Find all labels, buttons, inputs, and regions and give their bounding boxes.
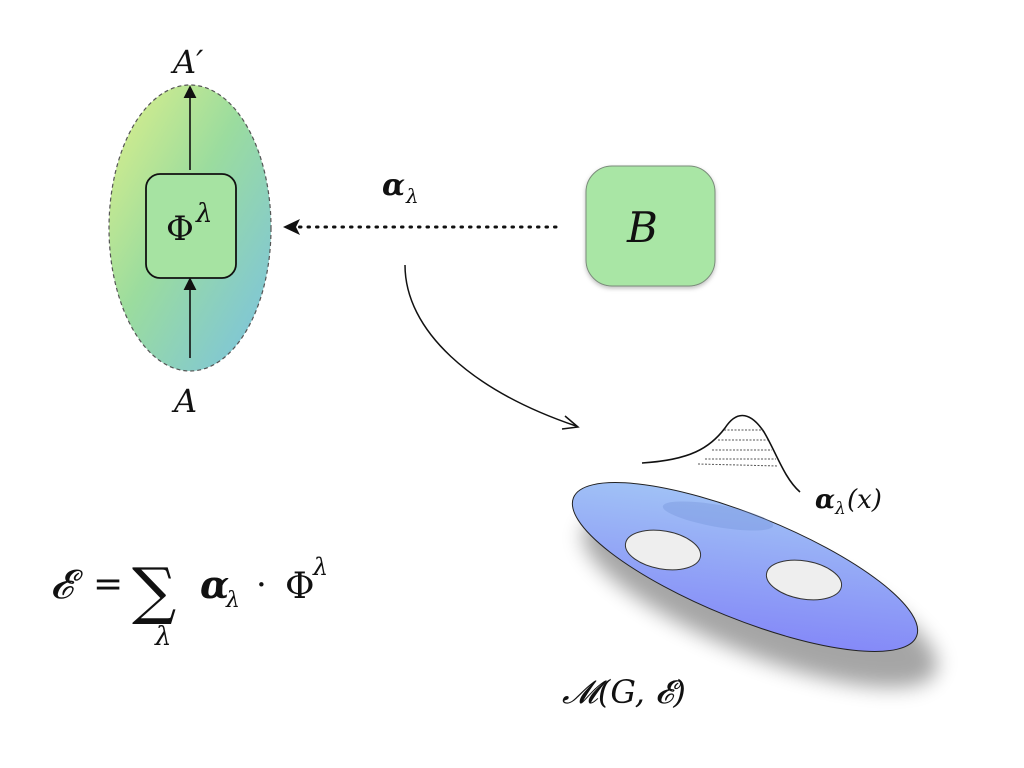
channel-box: [145, 173, 237, 279]
equation-alpha-subscript: λ: [225, 588, 240, 613]
alpha-subscript: λ: [405, 184, 419, 208]
equation-phi: Φ: [285, 566, 315, 607]
manifold-group: 𝓜(G, 𝓔): [562, 482, 938, 711]
equation-sum-index: λ: [154, 622, 171, 652]
hatch-5: [697, 463, 779, 467]
equation-group: 𝓔 = ∑ λ α λ · Φ λ: [50, 553, 328, 652]
channel-group: Φ λ A′ A: [108, 43, 272, 420]
alpha-x-subscript: λ: [834, 499, 846, 519]
alpha-arrow-group: α λ: [283, 168, 558, 235]
equation-lhs: 𝓔: [50, 562, 84, 608]
distribution-group: α λ (x): [641, 414, 882, 519]
equation-phi-superscript: λ: [312, 553, 328, 581]
output-label: A′: [170, 43, 204, 81]
distribution-curve: [641, 414, 801, 493]
equation-equals: =: [93, 564, 123, 605]
alpha-x-label: α: [815, 485, 835, 515]
channel-superscript: λ: [195, 199, 212, 229]
manifold-hole-left: [624, 529, 702, 571]
equation-sum: ∑: [132, 554, 176, 627]
source-label: B: [626, 203, 658, 252]
equation-dot: ·: [256, 565, 267, 605]
source-box: [585, 165, 716, 287]
input-label: A: [171, 382, 197, 420]
alpha-label: α: [382, 168, 405, 203]
manifold-hole-right: [765, 559, 843, 601]
equation-alpha: α: [200, 562, 229, 607]
manifold-surface: [571, 482, 919, 652]
channel-symbol: Φ: [166, 209, 194, 249]
alpha-x-argument: (x): [847, 485, 882, 515]
source-group: B: [585, 165, 716, 287]
curved-arrow-head: [561, 415, 580, 430]
manifold-highlight: [662, 501, 774, 531]
curved-arrow: [404, 264, 577, 427]
dotted-arrow-head: [283, 219, 300, 235]
manifold-label: 𝓜(G, 𝓔): [562, 673, 686, 711]
